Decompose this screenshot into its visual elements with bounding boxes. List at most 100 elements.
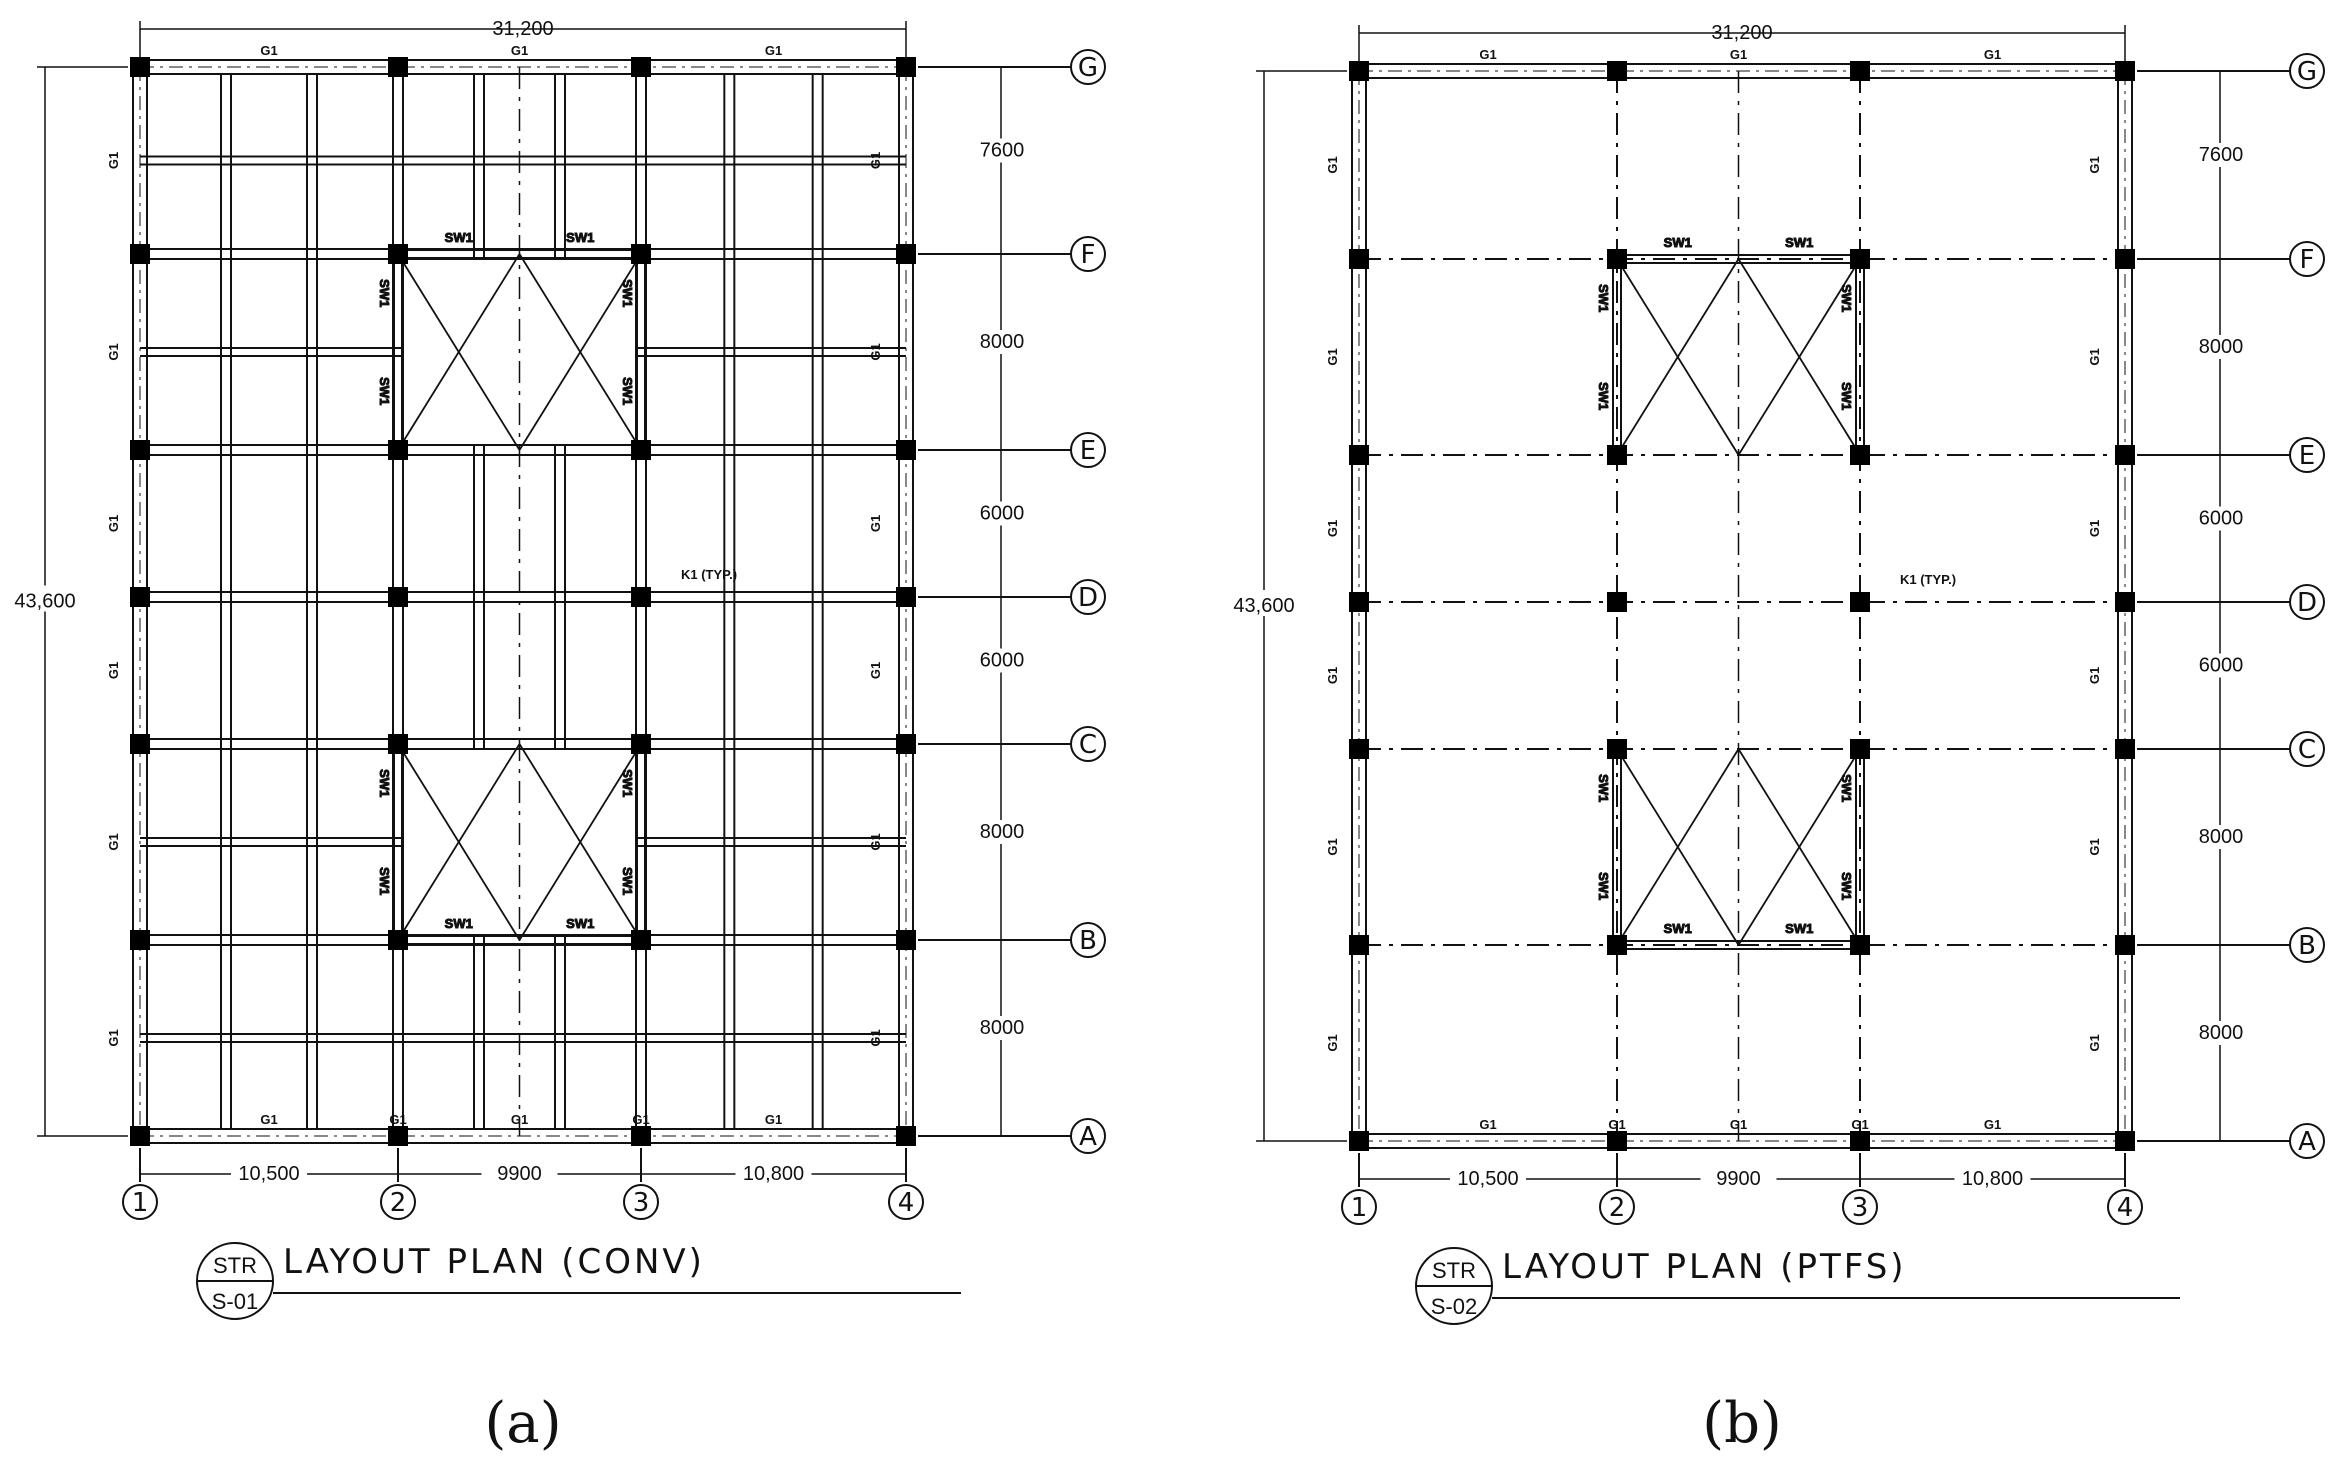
label-mask <box>1954 1165 2031 1187</box>
grid-row-label: A <box>1079 1122 1097 1152</box>
row-dimension-label: 8000 <box>2199 1022 2244 1044</box>
column <box>1349 61 1369 81</box>
overall-width-label: 31,200 <box>492 18 553 40</box>
label-mask <box>1450 1165 1526 1187</box>
column <box>631 587 651 607</box>
column <box>1850 445 1870 465</box>
row-dimension-label: 8000 <box>980 821 1025 843</box>
wall-label: SW1 <box>1596 284 1611 312</box>
column <box>1850 249 1870 269</box>
girder-label: G1 <box>1730 47 1747 62</box>
girder-label: G1 <box>260 43 277 58</box>
girder-label: G1 <box>1608 1117 1625 1132</box>
girder-label: G1 <box>1730 1117 1747 1132</box>
column <box>631 734 651 754</box>
column <box>896 440 916 460</box>
label-mask <box>999 820 1057 844</box>
column <box>896 57 916 77</box>
column <box>388 244 408 264</box>
overall-height-label: 43,600 <box>1233 595 1294 617</box>
column <box>631 930 651 950</box>
column <box>130 930 150 950</box>
column <box>1607 739 1627 759</box>
label-mask <box>999 501 1057 526</box>
column <box>388 440 408 460</box>
grid-bubble <box>2289 53 2325 89</box>
grid-bubble <box>1070 579 1106 615</box>
grid-row-label: A <box>2298 1127 2316 1157</box>
column <box>1349 249 1369 269</box>
girder-label: G1 <box>765 43 782 58</box>
interior-grid <box>1359 71 2125 1141</box>
grid-bubble <box>2289 1123 2325 1159</box>
grid-row-label: B <box>1079 926 1097 956</box>
label-mask <box>231 1160 307 1182</box>
wall-label: SW1 <box>377 769 392 797</box>
girder-label: G1 <box>2087 1034 2102 1051</box>
grid-row-label: D <box>1078 583 1098 613</box>
row-dimension-label: 8000 <box>2199 336 2244 358</box>
label-mask <box>2218 335 2276 359</box>
girder-label: G1 <box>2087 667 2102 684</box>
girder-label: G1 <box>632 1112 649 1127</box>
grid-row-label: G <box>1078 53 1098 83</box>
wall-label: SW1 <box>1664 921 1692 936</box>
grid-col-label: 1 <box>132 1188 149 1218</box>
label-mask <box>2218 1021 2276 1045</box>
column <box>1850 935 1870 955</box>
girder-label: G1 <box>1479 1117 1496 1132</box>
wall-label: SW1 <box>1664 235 1692 250</box>
span-dimension-label: 9900 <box>1716 1168 1761 1190</box>
column <box>2115 935 2135 955</box>
shear-wall <box>393 249 403 455</box>
column <box>1850 1131 1870 1151</box>
row-dimension-label: 8000 <box>2199 826 2244 848</box>
label-mask <box>2218 653 2276 678</box>
label-mask <box>999 648 1057 673</box>
girder-label: G1 <box>1325 838 1340 855</box>
girder-label: G1 <box>2087 520 2102 537</box>
panel-caption: (b) <box>1702 1391 1782 1456</box>
label-mask <box>2218 825 2276 849</box>
grid-bubble <box>2107 1189 2143 1225</box>
label-mask <box>735 1160 812 1182</box>
girder-label: G1 <box>868 343 883 360</box>
grid-bubble <box>380 1184 416 1220</box>
layout-title: LAYOUT PLAN (PTFS) <box>1502 1247 1907 1287</box>
column <box>388 930 408 950</box>
row-dimension-label: 6000 <box>980 503 1025 525</box>
girder-label: G1 <box>1984 1117 2001 1132</box>
row-dimension-label: 8000 <box>980 1017 1025 1039</box>
grid-col-label: 4 <box>2117 1193 2134 1223</box>
interior-grid <box>140 67 906 1136</box>
column <box>896 930 916 950</box>
label-mask <box>999 1016 1057 1040</box>
column <box>1607 61 1627 81</box>
grid-bubble <box>2289 927 2325 963</box>
column-note: K1 (TYP.) <box>681 567 737 582</box>
column-note: K1 (TYP.) <box>1900 572 1956 587</box>
shear-wall <box>393 739 403 945</box>
label-mask <box>1218 590 1310 616</box>
column <box>130 734 150 754</box>
column <box>130 244 150 264</box>
row-dimension-label: 7600 <box>980 140 1025 162</box>
girder-label: G1 <box>868 833 883 850</box>
dimensions <box>1256 25 2228 1187</box>
girder-label: G1 <box>1984 47 2001 62</box>
wall-label: SW1 <box>377 377 392 405</box>
grid-bubble <box>1070 726 1106 762</box>
girder-label: G1 <box>1479 47 1496 62</box>
column <box>896 244 916 264</box>
shear-wall <box>636 249 646 455</box>
column <box>2115 61 2135 81</box>
grid-bubble <box>1070 922 1106 958</box>
grid-row-label: E <box>1080 436 1096 466</box>
opening-cross <box>397 253 521 451</box>
column <box>631 440 651 460</box>
column <box>2115 445 2135 465</box>
